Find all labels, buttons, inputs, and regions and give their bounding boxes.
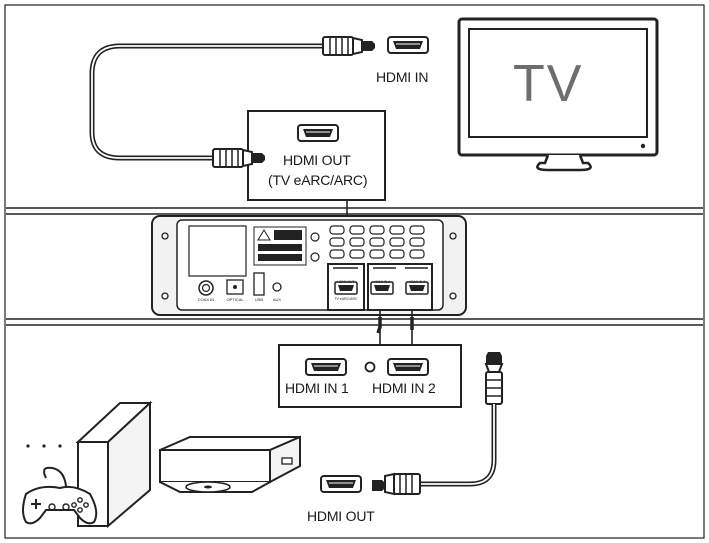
svg-text:TV eARC/ARC: TV eARC/ARC: [334, 297, 358, 301]
hdmi-port-icon: [387, 36, 429, 54]
svg-text:OPTICAL: OPTICAL: [226, 297, 244, 302]
disc-player-icon: [159, 435, 301, 493]
hdmi-port-icon: [320, 475, 362, 493]
tv-icon: [457, 17, 659, 172]
gamepad-icon: [22, 485, 98, 525]
svg-text:HDMI IN 2: HDMI IN 2: [409, 280, 425, 284]
svg-text:HDMI OUT: HDMI OUT: [337, 280, 355, 284]
svg-text:COAX IN: COAX IN: [198, 297, 215, 302]
hdmi-in-2-label: HDMI IN 2: [372, 380, 436, 396]
hdmi-port-icon: [387, 358, 429, 376]
tv-screen-label: TV: [513, 55, 584, 113]
source-hdmi-out-label: HDMI OUT: [307, 508, 375, 524]
hdmi-plug-icon: [372, 472, 421, 496]
svg-text:HDMI IN 1: HDMI IN 1: [374, 280, 390, 284]
hdmi-plug-icon: [484, 352, 504, 405]
hdmi-port-icon: [305, 358, 347, 376]
hdmi-plug-icon: [212, 148, 265, 168]
tv-hdmi-in-label: HDMI IN: [376, 69, 429, 85]
hdmi-port-icon: [297, 124, 339, 142]
svg-text:AUX: AUX: [273, 297, 282, 302]
soundbar-rear: COAX IN OPTICAL USB AUX HDMI OUT TV eARC…: [151, 215, 467, 316]
hdmi-plug-icon: [322, 36, 375, 56]
soundbar-hdmi-out-sublabel: (TV eARC/ARC): [268, 172, 368, 188]
hdmi-in-1-label: HDMI IN 1: [285, 380, 349, 396]
svg-text:USB: USB: [255, 297, 264, 302]
soundbar-hdmi-out-label: HDMI OUT: [283, 152, 351, 168]
